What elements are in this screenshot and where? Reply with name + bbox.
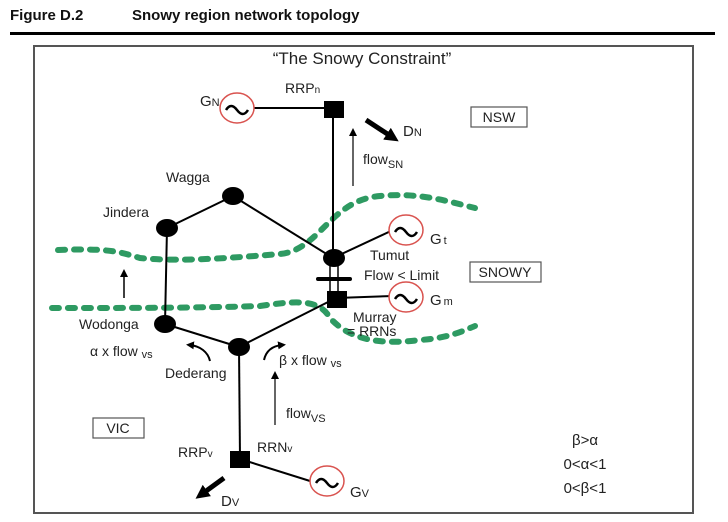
gm-sub: m bbox=[444, 296, 453, 308]
demand-arrow-dn-icon bbox=[364, 117, 399, 142]
demand-dn: DN bbox=[403, 123, 422, 140]
rrpn-label: RRPn bbox=[285, 80, 320, 96]
line-jindera-wodonga bbox=[164, 227, 168, 325]
node-rrpn bbox=[324, 101, 344, 118]
murray-label: Murray bbox=[353, 309, 397, 325]
node-murray bbox=[327, 291, 347, 308]
gm-label: G bbox=[430, 292, 442, 309]
sine-wave-icon bbox=[224, 104, 250, 116]
figure-title: Snowy region network topology bbox=[132, 7, 360, 24]
line-wagga-tumut bbox=[232, 195, 334, 259]
caption-rule bbox=[10, 32, 715, 35]
beta-flow-arrow-icon bbox=[263, 341, 286, 361]
nsw-snowy-boundary bbox=[55, 192, 478, 263]
svg-text:SNOWY: SNOWY bbox=[479, 264, 533, 280]
svg-text:GN: GN bbox=[200, 93, 220, 110]
diagram-heading: “The Snowy Constraint” bbox=[273, 49, 452, 68]
flow-vs-label: flowVS bbox=[286, 405, 326, 425]
region-nsw: NSW bbox=[470, 106, 528, 128]
line-dederang-rrpv bbox=[238, 346, 241, 460]
region-vic: VIC bbox=[92, 417, 145, 439]
line-jindera-wagga bbox=[166, 195, 234, 229]
generator-ring-icon bbox=[388, 214, 424, 246]
wodonga-label: Wodonga bbox=[79, 316, 139, 332]
murray-rrns-label: = RRNs bbox=[347, 323, 396, 339]
generator-ring-icon bbox=[388, 281, 424, 313]
node-jindera bbox=[156, 219, 178, 237]
line-wodonga-dederang bbox=[164, 323, 240, 348]
alpha-flow-label: α x flow vs bbox=[90, 343, 153, 361]
svg-text:GV: GV bbox=[350, 484, 370, 501]
sine-wave-icon bbox=[314, 477, 340, 489]
condition-2: 0<α<1 bbox=[564, 456, 607, 473]
demand-arrow-dv-icon bbox=[195, 475, 226, 499]
rrnv-label: RRNv bbox=[257, 439, 292, 455]
node-wodonga bbox=[154, 315, 176, 333]
svg-text:Gm: Gm bbox=[430, 292, 453, 309]
snowy-vic-boundary bbox=[49, 299, 478, 345]
beta-flow-label: β x flow vs bbox=[279, 352, 342, 370]
condition-3: 0<β<1 bbox=[564, 480, 607, 497]
region-snowy: SNOWY bbox=[469, 261, 542, 283]
alpha-flow-arrow-icon bbox=[186, 341, 211, 362]
flow-limit-label: Flow < Limit bbox=[364, 267, 439, 283]
line-murray-dederang bbox=[238, 297, 337, 348]
svg-text:VIC: VIC bbox=[106, 420, 129, 436]
node-rrpv bbox=[230, 451, 250, 468]
generator-gn: GN bbox=[200, 92, 255, 124]
gt-label: G bbox=[430, 231, 442, 248]
figure-number: Figure D.2 bbox=[10, 7, 84, 24]
figure-caption: Figure D.2 Snowy region network topology bbox=[10, 7, 360, 24]
svg-text:Gt: Gt bbox=[430, 231, 447, 248]
generator-ring-icon bbox=[219, 92, 255, 124]
dederang-label: Dederang bbox=[165, 365, 227, 381]
gn-sub: N bbox=[212, 97, 220, 109]
node-tumut bbox=[323, 249, 345, 267]
svg-text:NSW: NSW bbox=[483, 109, 516, 125]
sine-wave-icon bbox=[393, 293, 419, 305]
condition-1: β>α bbox=[572, 432, 598, 449]
rrpv-label: RRPv bbox=[178, 444, 213, 460]
generator-ring-icon bbox=[309, 465, 345, 497]
node-dederang bbox=[228, 338, 250, 356]
flow-sn-label: flowSN bbox=[363, 151, 403, 171]
jindera-label: Jindera bbox=[103, 204, 149, 220]
sine-wave-icon bbox=[393, 226, 419, 238]
node-wagga bbox=[222, 187, 244, 205]
gv-sub: V bbox=[362, 488, 370, 500]
generator-gv: GV bbox=[309, 465, 370, 501]
conditions-block: β>α 0<α<1 0<β<1 bbox=[564, 432, 607, 497]
gt-sub: t bbox=[444, 235, 447, 247]
flow-limit-breaker bbox=[316, 262, 352, 292]
gn-label: G bbox=[200, 93, 212, 110]
tumut-label: Tumut bbox=[370, 247, 409, 263]
line-rrpv-gv bbox=[239, 458, 311, 482]
demand-dv: DV bbox=[221, 493, 240, 510]
gv-label: G bbox=[350, 484, 362, 501]
wagga-label: Wagga bbox=[166, 169, 210, 185]
